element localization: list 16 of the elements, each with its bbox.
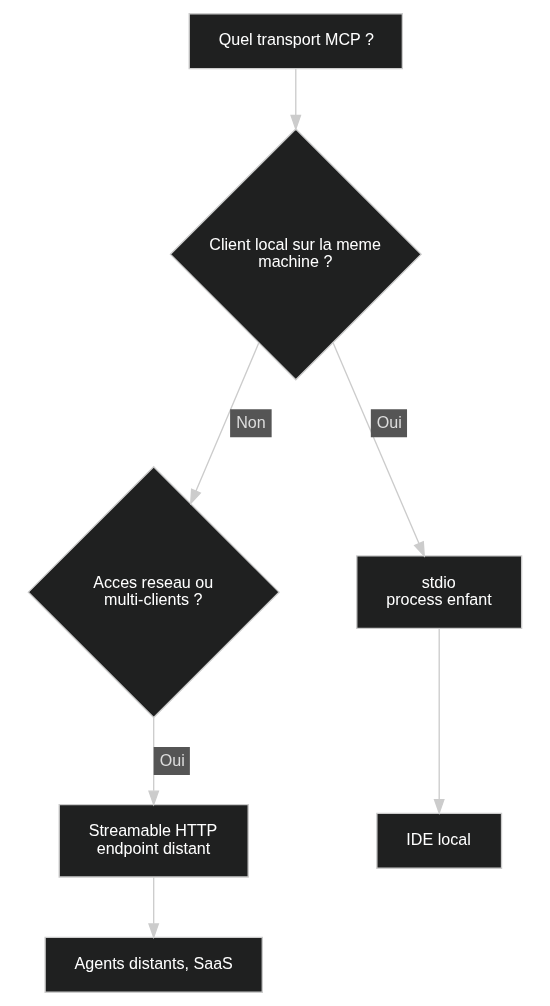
arrow [433, 628, 445, 815]
node-box: Agents distants, SaaS [44, 936, 263, 993]
arrow [290, 68, 302, 131]
node-diamond: Client local sur la meme machine ? [169, 128, 423, 381]
arrow [148, 716, 160, 807]
arrow [189, 342, 260, 506]
arrow [148, 876, 160, 940]
edge-label: Oui [159, 750, 185, 769]
node-box: Streamable HTTP endpoint distant [58, 803, 249, 878]
node-box: IDE local [376, 812, 503, 869]
node-box: stdio process enfant [356, 555, 523, 629]
node-box: Quel transport MCP ? [188, 13, 403, 70]
edge-label: Non [236, 413, 266, 432]
arrow [332, 342, 426, 558]
node-diamond: Acces reseau ou multi-clients ? [27, 465, 280, 719]
edge-label: Oui [376, 413, 402, 432]
